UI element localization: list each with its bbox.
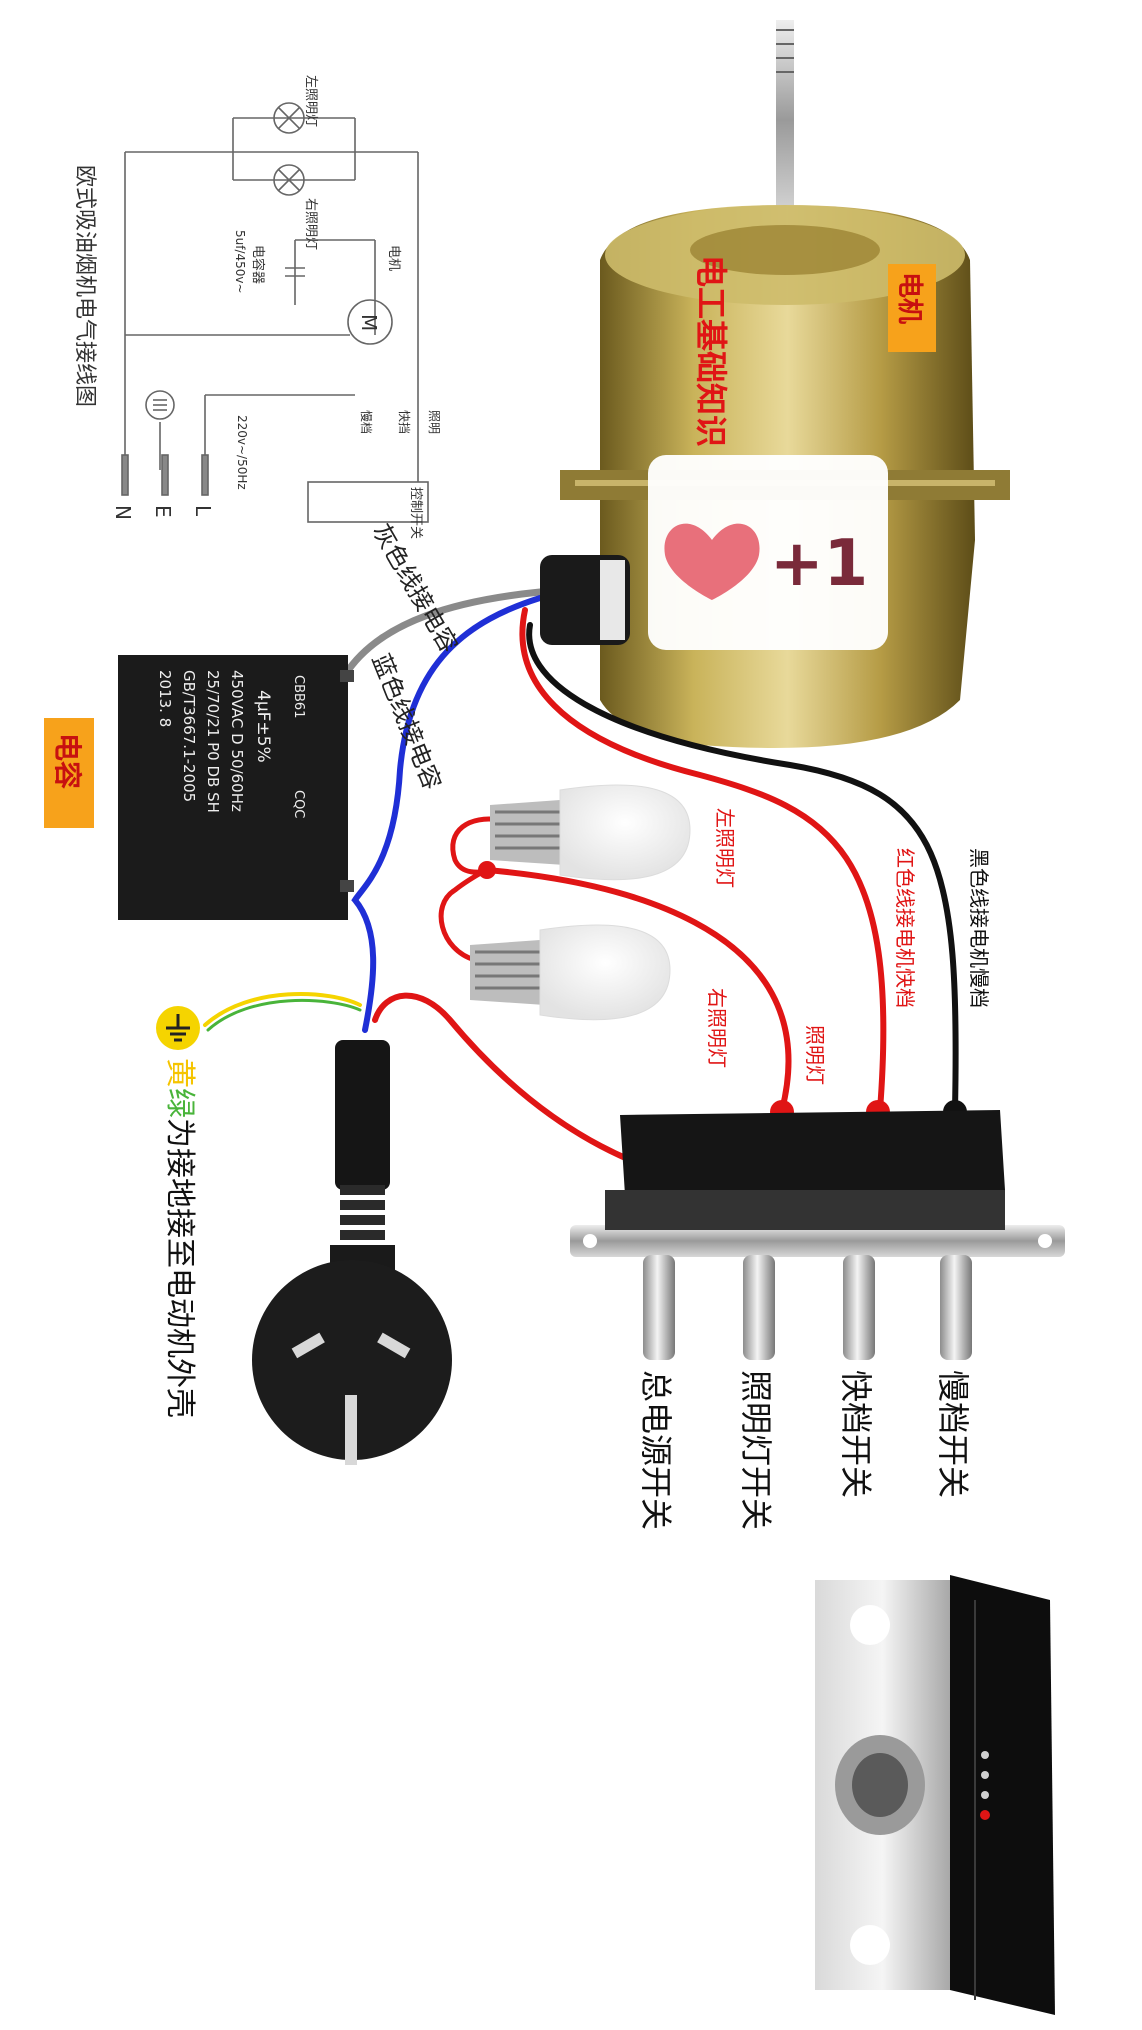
capacitor — [118, 655, 354, 920]
capacitor-badge: 电容 — [44, 718, 94, 828]
label-black-wire: 黑色线接电机慢档 — [967, 848, 991, 1008]
control-switch — [570, 1110, 1065, 1257]
schematic — [121, 102, 429, 523]
red-wire-live — [372, 992, 633, 1163]
capacitor-spec-2: 450VAC D 50/60Hz — [228, 670, 246, 812]
earth-wire-yellow — [203, 991, 362, 1027]
label-right-lamp: 右照明灯 — [705, 988, 729, 1068]
range-hood — [815, 1575, 1055, 2015]
capacitor-spec-1: 4μF±5% — [253, 690, 273, 763]
capacitor-brand: CBB61 — [291, 675, 306, 718]
schematic-switch-label: 控制开关 — [408, 487, 423, 539]
motor-badge-text: 电机 — [894, 272, 924, 324]
like-sticker: +1 — [648, 455, 888, 650]
label-red-wire: 红色线接电机快档 — [893, 848, 917, 1008]
capacitor-cqc: CQC — [291, 790, 306, 818]
schematic-terminal-l: L — [191, 505, 215, 517]
motor-badge: 电机 — [888, 264, 936, 352]
blue-wire — [351, 595, 543, 1033]
switch-knob-lighting[interactable] — [743, 1255, 775, 1360]
capacitor-spec-4: GB/T3667.1-2005 — [180, 670, 198, 802]
junction-dot-lamp — [478, 861, 496, 879]
switch-label-fast: 快档开关 — [837, 1370, 875, 1498]
switch-knob-slow[interactable] — [940, 1255, 972, 1360]
label-left-lamp: 左照明灯 — [713, 808, 737, 888]
red-wire-fast — [519, 607, 887, 1113]
ground-label-yellow: 黄 — [162, 1058, 197, 1088]
capacitor-badge-text: 电容 — [51, 733, 84, 789]
schematic-lamp-right-label: 右照明灯 — [303, 198, 318, 250]
earth-wire-green — [206, 998, 362, 1032]
capacitor-spec-5: 2013. 8 — [156, 670, 174, 727]
lamp-right — [470, 924, 671, 1021]
motor-watermark: 电工基础知识 — [692, 255, 730, 447]
ground-label-green: 绿 — [162, 1088, 197, 1118]
label-lamp-wire: 照明灯 — [803, 1025, 827, 1085]
power-plug — [252, 1040, 452, 1465]
like-sticker-text: +1 — [770, 527, 868, 601]
ground — [156, 1006, 200, 1050]
capacitor-spec-3: 25/70/21 P0 DB SH — [204, 670, 222, 813]
schematic-motor-label: 电机 — [386, 245, 401, 271]
red-wire-lamp-left — [450, 816, 503, 875]
schematic-capacitor-label: 电容器 — [250, 245, 266, 284]
schematic-terminal-n: N — [111, 505, 135, 520]
ground-label: 黄绿为接地接至电动机外壳 — [162, 1058, 197, 1418]
schematic-lamp-left-label: 左照明灯 — [303, 75, 318, 127]
switch-label-slow: 慢档开关 — [934, 1370, 972, 1498]
schematic-switch-term-slow: 慢档 — [359, 410, 373, 434]
heart-icon — [664, 523, 760, 600]
schematic-capacitor-spec: 5uf/450v~ — [233, 230, 247, 294]
black-wire-slow — [526, 622, 959, 1113]
schematic-supply: 220v~/50Hz — [235, 415, 249, 490]
switch-knob-main[interactable] — [643, 1255, 675, 1360]
switch-knob-fast[interactable] — [843, 1255, 875, 1360]
switch-label-main: 总电源开关 — [637, 1370, 675, 1530]
switch-label-lighting: 照明灯开关 — [737, 1370, 775, 1530]
schematic-title: 欧式吸油烟机电气接线图 — [72, 165, 97, 407]
ground-label-rest: 为接地接至电动机外壳 — [162, 1118, 197, 1418]
gray-wire — [341, 588, 544, 679]
red-wire-lamp-main — [484, 867, 792, 1113]
motor-connector — [540, 555, 630, 645]
switch-knobs — [643, 1255, 972, 1360]
schematic-terminal-e: E — [151, 505, 175, 518]
lamp-left — [490, 784, 691, 881]
schematic-switch-term-fast: 快挡 — [397, 410, 411, 434]
schematic-switch-term-lighting: 照明 — [427, 410, 441, 434]
wires — [203, 588, 959, 1163]
schematic-motor-symbol: M — [357, 314, 381, 331]
red-wire-lamp-right — [438, 867, 490, 963]
